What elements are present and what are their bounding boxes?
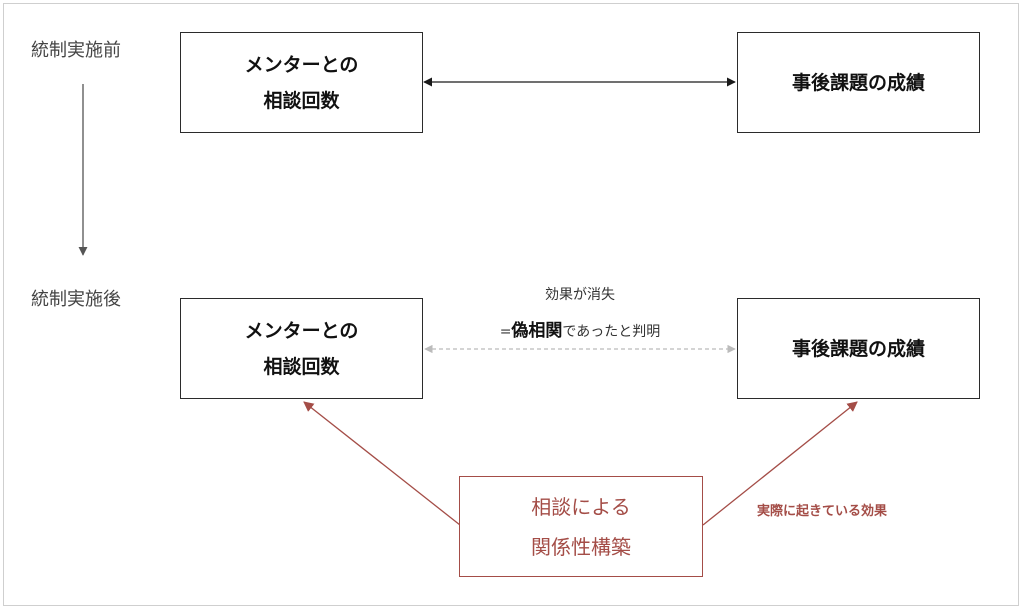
box-label-line1: 相談による [531,494,631,519]
note-effect-vanished: 効果が消失 [545,287,615,303]
diagram-frame [3,3,1019,606]
note-spurious: =偽相関であったと判明 [460,316,700,341]
box-mentor-consultations-before: メンターとの 相談回数 [180,32,423,133]
box-label: 事後課題の成績 [792,65,925,101]
box-label-line1: メンターとの [244,319,359,342]
phase-label-after: 統制実施後 [31,289,121,310]
note-prefix: = [499,324,512,340]
box-mentor-consultations-after: メンターとの 相談回数 [180,298,423,399]
note-suffix: であったと判明 [562,324,661,340]
confounder-arrow-left [303,401,461,526]
box-label: 事後課題の成績 [792,331,925,367]
box-label: メンターとの 相談回数 [245,47,359,119]
box-post-assignment-score-after: 事後課題の成績 [737,298,980,399]
confounder-arrow-right [702,401,858,526]
box-label-line2: 相談回数 [263,355,340,378]
spurious-correlation-note: 効果が消失 =偽相関であったと判明 [460,284,700,341]
note-strong: 偽相関 [511,321,563,341]
box-relationship-building: 相談による 関係性構築 [459,476,703,577]
box-label-line1: 事後課題の成績 [791,71,925,94]
box-label-line2: 相談回数 [263,89,340,112]
phase-label-before: 統制実施前 [31,40,121,61]
box-label-line2: 関係性構築 [531,534,631,559]
box-label: 相談による 関係性構築 [531,487,631,567]
box-label-line1: メンターとの [244,53,359,76]
box-label: メンターとの 相談回数 [245,313,359,385]
box-label-line1: 事後課題の成績 [791,337,925,360]
box-post-assignment-score-before: 事後課題の成績 [737,32,980,133]
actual-effect-label: 実際に起きている効果 [757,504,888,519]
